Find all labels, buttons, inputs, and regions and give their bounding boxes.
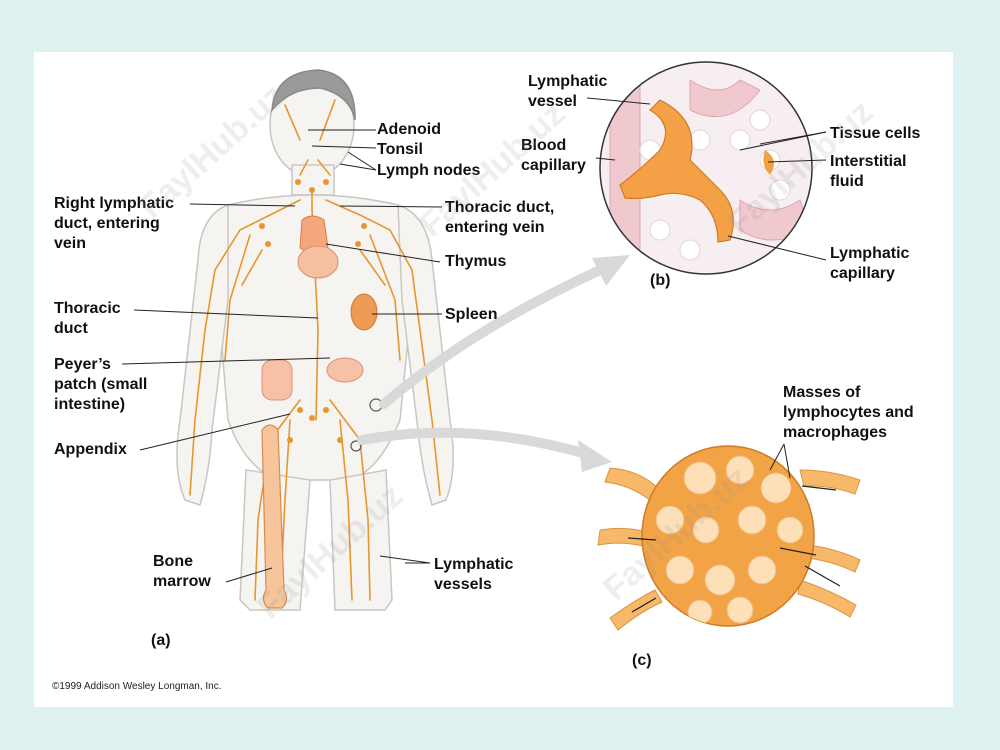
label-lymphatic-vessels: Lymphatic vessels <box>434 556 514 593</box>
flow-arrows-c <box>627 485 841 613</box>
panel-label-b: (b) <box>650 272 671 289</box>
label-thoracic-duct-entering-vein: Thoracic duct, entering vein <box>445 199 555 236</box>
heart-organ <box>297 245 339 279</box>
label-spleen: Spleen <box>445 306 498 323</box>
label-lymph-nodes: Lymph nodes <box>377 162 481 179</box>
leader-lines-c <box>769 443 791 479</box>
label-tonsil: Tonsil <box>377 141 423 158</box>
zoom-arrowheads <box>578 255 630 472</box>
label-lymphatic-vessel: Lymphatic vessel <box>528 73 608 110</box>
label-tissue-cells: Tissue cells <box>830 125 921 142</box>
zoom-arrows <box>357 265 605 460</box>
label-appendix: Appendix <box>54 441 127 458</box>
label-bone-marrow: Bone marrow <box>153 553 211 590</box>
magnify-circle-b <box>599 61 813 275</box>
spleen-organ <box>350 293 378 331</box>
label-interstitial-fluid: Interstitial fluid <box>830 153 907 190</box>
leader-lines <box>121 129 443 583</box>
lymphatic-capillary-shape <box>619 99 734 243</box>
panel-label-a: (a) <box>151 632 171 649</box>
label-thoracic-duct: Thoracic duct <box>54 300 121 337</box>
bone-marrow-femur <box>261 424 288 609</box>
label-peyers-patch: Peyer’s patch (small intestine) <box>54 356 148 413</box>
label-right-lymphatic-duct: Right lymphatic duct, entering vein <box>54 195 175 252</box>
label-masses-of-lymphocytes: Masses of lymphocytes and macrophages <box>783 384 914 441</box>
lymph-node-dots <box>259 179 367 443</box>
label-blood-capillary: Blood capillary <box>521 137 586 174</box>
label-lymphatic-capillary: Lymphatic capillary <box>830 245 910 282</box>
label-thymus: Thymus <box>445 253 507 270</box>
copyright-text: ©1999 Addison Wesley Longman, Inc. <box>52 681 222 692</box>
leader-lines-b <box>586 97 827 261</box>
tissue-magnified-view <box>600 62 812 274</box>
panel-label-c: (c) <box>632 652 652 669</box>
lymph-node-section <box>597 445 861 631</box>
label-adenoid: Adenoid <box>377 121 441 138</box>
